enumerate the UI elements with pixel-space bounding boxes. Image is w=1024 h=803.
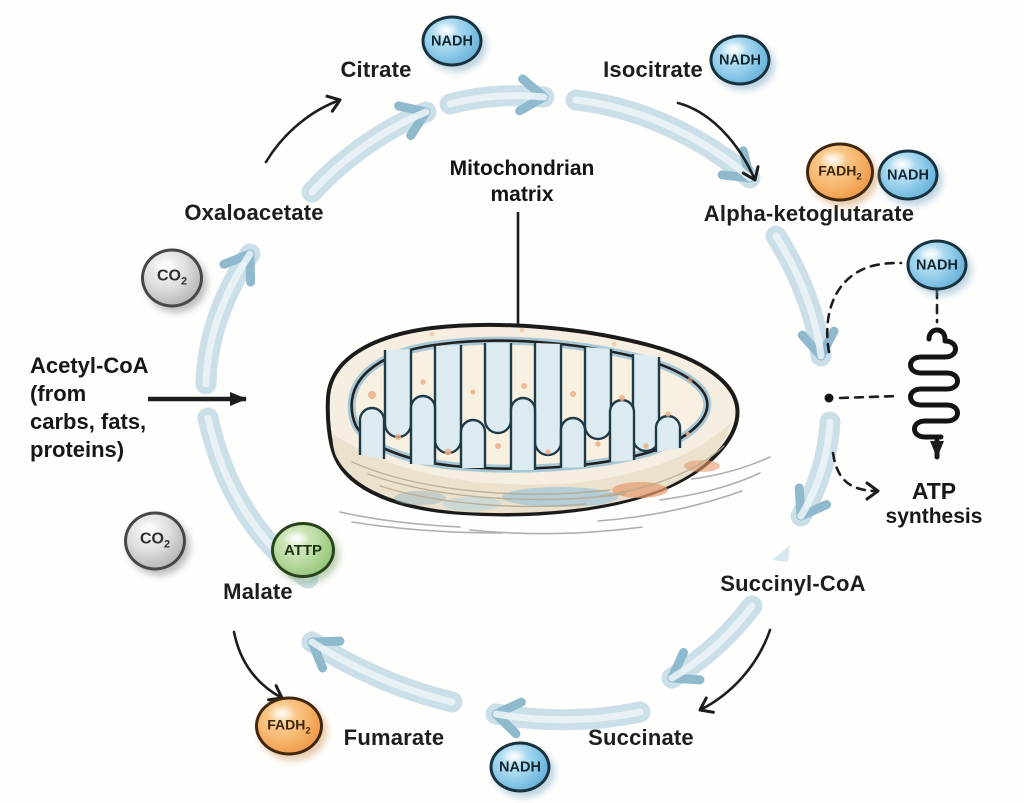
nadh-badge-akg: NADH xyxy=(877,149,939,201)
metabolite-label-oxaloacetate: Oxaloacetate xyxy=(184,200,324,225)
acetyl-coa-line1: Acetyl-CoA xyxy=(30,353,149,378)
co2-badge-oxaloacetate: CO2 xyxy=(141,248,203,308)
arc-akg-succinylcoa xyxy=(765,225,841,562)
dashed-to-atp xyxy=(831,451,880,501)
metabolite-label-alpha-ketoglutarate: Alpha-ketoglutarate xyxy=(703,201,915,226)
dashed-dot-to-coil xyxy=(838,394,901,400)
arrow-to-fadh2 xyxy=(232,630,284,702)
matrix-speckles xyxy=(368,327,693,456)
nadh-badge-isocitrate: NADH xyxy=(709,34,771,86)
metabolite-label-citrate: Citrate xyxy=(340,57,412,82)
acetyl-coa-line2: (from xyxy=(30,381,87,406)
metabolite-label-succinyl-coa: Succinyl-CoA xyxy=(720,571,866,596)
arc-citrate-isocitrate xyxy=(439,74,761,189)
metabolite-label-succinate: Succinate xyxy=(588,725,694,750)
nadh-badge-succinate: NADH xyxy=(489,741,551,793)
cristae-bottom-folds xyxy=(358,394,682,470)
nadh-badge-citrate: NADH xyxy=(421,15,483,67)
acetyl-coa-line4: proteins) xyxy=(30,437,125,462)
metabolite-label-malate: Malate xyxy=(223,579,293,604)
matrix-label-line1: Mitochondrian xyxy=(449,157,595,180)
fadh2-badge-fumarate: FADH2 xyxy=(255,696,323,756)
atp-synthesis-line1: ATP xyxy=(911,478,957,504)
arc-succinate-fumarate xyxy=(485,697,651,739)
arrow-to-akg xyxy=(676,101,760,182)
matrix-label-line2: matrix xyxy=(490,183,554,206)
mitochondrial-matrix-label: Mitochondrian matrix xyxy=(450,156,595,208)
co2-badge-malate: CO2 xyxy=(124,511,186,571)
cristae-top-folds xyxy=(383,343,661,457)
arrow-to-citrate xyxy=(264,94,342,164)
arrow-to-succinate xyxy=(698,628,772,714)
mitochondrion-illustration xyxy=(325,322,771,535)
black-reaction-arrows xyxy=(232,94,772,714)
fadh2-badge-akg: FADH2 xyxy=(806,142,874,202)
atp-synthesis-label: ATP synthesis xyxy=(886,478,983,530)
atp-synthase-coil-icon xyxy=(908,327,960,460)
arc-succinylcoa-succinate xyxy=(661,595,763,689)
base-hatch-lines xyxy=(351,445,725,508)
acetyl-coa-label: Acetyl-CoA (from carbs, fats, proteins) xyxy=(30,352,149,464)
mitochondrion-shadow-hatching xyxy=(339,456,771,535)
metabolite-label-isocitrate: Isocitrate xyxy=(603,57,703,82)
inner-membrane xyxy=(350,339,709,470)
atp-badge-malate: ATTP xyxy=(271,522,335,578)
metabolite-label-fumarate: Fumarate xyxy=(343,725,445,750)
atp-synthesis-line2: synthesis xyxy=(885,505,983,528)
dashed-arc-to-nadh xyxy=(825,261,903,354)
acetyl-coa-line3: carbs, fats, xyxy=(30,409,147,434)
arc-oxaloacetate-citrate xyxy=(301,101,437,203)
dashed-connectors xyxy=(825,261,939,501)
arc-fumarate-malate xyxy=(301,631,463,713)
junction-dot xyxy=(824,393,834,403)
nadh-badge-etc: NADH xyxy=(906,239,968,291)
cycle-ring-arcs xyxy=(195,74,841,739)
